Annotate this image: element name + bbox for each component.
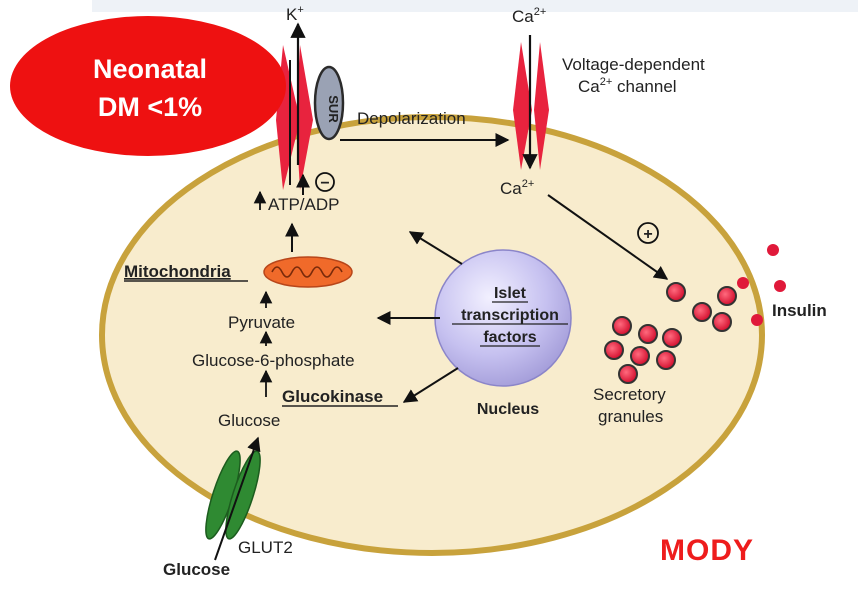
k-ion-label: K+	[286, 4, 304, 24]
calcium-to-granules-arrow	[547, 194, 669, 280]
nucleus-text-line2: transcription	[461, 307, 559, 324]
pyruvate-label: Pyruvate	[228, 313, 295, 332]
nucleus-text-line1: Islet	[494, 285, 527, 302]
secretory-label-line2: granules	[598, 407, 663, 426]
badge-line1: Neonatal	[93, 54, 207, 84]
minus-label: −	[320, 175, 329, 192]
g6p-label: Glucose-6-phosphate	[192, 351, 355, 370]
plus-sign	[637, 222, 659, 244]
badge-line2: DM <1%	[98, 92, 202, 122]
beta-cell	[99, 114, 765, 556]
nucleus-label: Nucleus	[477, 401, 539, 418]
nucleus-text-line3: factors	[483, 329, 536, 346]
glut2-label: GLUT2	[238, 538, 293, 557]
mitochondrion-icon	[263, 256, 353, 288]
channel-label-line1: Voltage-dependent	[562, 55, 705, 74]
top-bar	[92, 0, 858, 12]
nucleus-to-glucokinase-arrow	[402, 367, 459, 403]
plus-label: +	[643, 226, 652, 243]
insulin-dots	[737, 244, 786, 326]
neonatal-dm-badge	[10, 16, 286, 156]
secretory-label-line1: Secretory	[593, 385, 666, 404]
atp-adp-label: ATP/ADP	[268, 195, 339, 214]
glucose-outer-label: Glucose	[163, 560, 230, 579]
glucose-uptake-arrow	[214, 436, 261, 561]
sur-label: SUR	[326, 95, 341, 123]
channel-label-line2: Ca2+ channel	[578, 76, 677, 96]
insulin-label: Insulin	[772, 301, 827, 320]
minus-sign	[315, 172, 335, 192]
mody-label: MODY	[660, 534, 754, 567]
calcium-inner-label: Ca2+	[500, 178, 534, 198]
calcium-channel	[513, 42, 549, 170]
calcium-top-label: Ca2+	[512, 6, 546, 26]
glucokinase-label: Glucokinase	[282, 387, 383, 406]
depolarization-label: Depolarization	[357, 109, 466, 128]
mitochondria-label: Mitochondria	[124, 262, 231, 281]
secretory-granules	[604, 282, 737, 384]
sur-subunit	[313, 65, 345, 141]
glucose-inner-label: Glucose	[218, 411, 280, 430]
nucleus-to-mito-arrow	[408, 231, 463, 265]
